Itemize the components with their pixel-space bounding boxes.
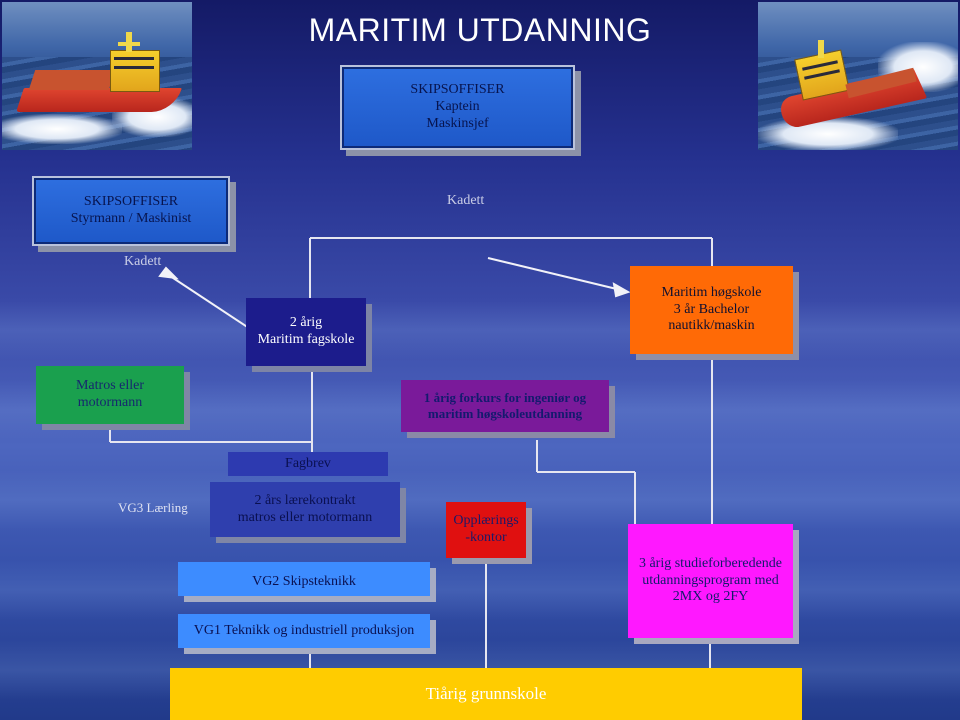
fagbrev-box: Fagbrev bbox=[228, 452, 388, 476]
opplaering-line2: -kontor bbox=[465, 530, 507, 545]
forkurs-line2: maritim høgskoleutdanning bbox=[427, 406, 583, 421]
vg2-skipsteknikk-box: VG2 Skipsteknikk bbox=[178, 562, 430, 596]
opplaering-line1: Opplærings bbox=[453, 513, 519, 529]
vg2-label: VG2 Skipsteknikk bbox=[252, 574, 356, 590]
fagbrev-label: Fagbrev bbox=[285, 455, 331, 471]
studieforberedende-box: 3 årig studieforberedende utdanningsprog… bbox=[628, 524, 793, 638]
fagskole-line2: Maritim fagskole bbox=[257, 332, 355, 347]
kadett-label-right: Kadett bbox=[447, 193, 485, 208]
forkurs-box: 1 årig forkurs for ingeniør og maritim h… bbox=[401, 380, 609, 432]
laerekontrakt-line2: matros eller motormann bbox=[237, 509, 373, 525]
grunnskole-label: Tiårig grunnskole bbox=[425, 683, 547, 703]
maritim-hogskole-box: Maritim høgskole 3 år Bachelor nautikk/m… bbox=[630, 266, 793, 354]
vg3-laerling-label: VG3 Lærling bbox=[118, 500, 188, 515]
skipsoffiser-top-line1: SKIPSOFFISER bbox=[410, 82, 505, 98]
fagskole-line1: 2 årig bbox=[289, 315, 323, 331]
skipsoffiser-kaptein-box: SKIPSOFFISER Kaptein Maskinsjef bbox=[340, 65, 575, 150]
hogskole-line1: Maritim høgskole bbox=[661, 284, 762, 300]
vg1-teknikk-box: VG1 Teknikk og industriell produksjon bbox=[178, 614, 430, 648]
hogskole-line3: nautikk/maskin bbox=[668, 318, 755, 334]
skipsoffiser-styrmann-box: SKIPSOFFISER Styrmann / Maskinist bbox=[32, 176, 230, 246]
studieforberedende-line3: 2MX og 2FY bbox=[672, 589, 749, 605]
page-title: MARITIM UTDANNING bbox=[308, 12, 652, 48]
skipsoffiser-top-line2: Kaptein bbox=[435, 99, 480, 115]
forkurs-line1: 1 årig forkurs for ingeniør og bbox=[423, 390, 587, 406]
kadett-label-left: Kadett bbox=[124, 254, 162, 269]
hogskole-line2: 3 år Bachelor bbox=[673, 301, 750, 317]
skipsoffiser-top-line3: Maskinsjef bbox=[426, 115, 489, 131]
matros-line1: Matros eller bbox=[75, 378, 145, 394]
maritim-fagskole-box: 2 årig Maritim fagskole bbox=[246, 298, 366, 366]
opplaeringskontor-box: Opplærings -kontor bbox=[446, 502, 526, 558]
matros-line2: motormann bbox=[77, 395, 143, 410]
grunnskole-box: Tiårig grunnskole bbox=[170, 668, 802, 720]
studieforberedende-line1: 3 årig studieforberedende bbox=[638, 555, 783, 571]
skipsoffiser-left-line1: SKIPSOFFISER bbox=[83, 194, 179, 210]
matros-motormann-box: Matros eller motormann bbox=[36, 366, 184, 424]
ship-photo-left bbox=[2, 2, 192, 150]
ship-photo-right bbox=[758, 2, 958, 150]
studieforberedende-line2: utdanningsprogram med bbox=[642, 572, 779, 588]
vg1-label: VG1 Teknikk og industriell produksjon bbox=[193, 622, 415, 638]
skipsoffiser-left-line2: Styrmann / Maskinist bbox=[70, 211, 192, 226]
laerekontrakt-line1: 2 års lærekontrakt bbox=[254, 492, 356, 508]
laerekontrakt-box: 2 års lærekontrakt matros eller motorman… bbox=[210, 482, 400, 537]
